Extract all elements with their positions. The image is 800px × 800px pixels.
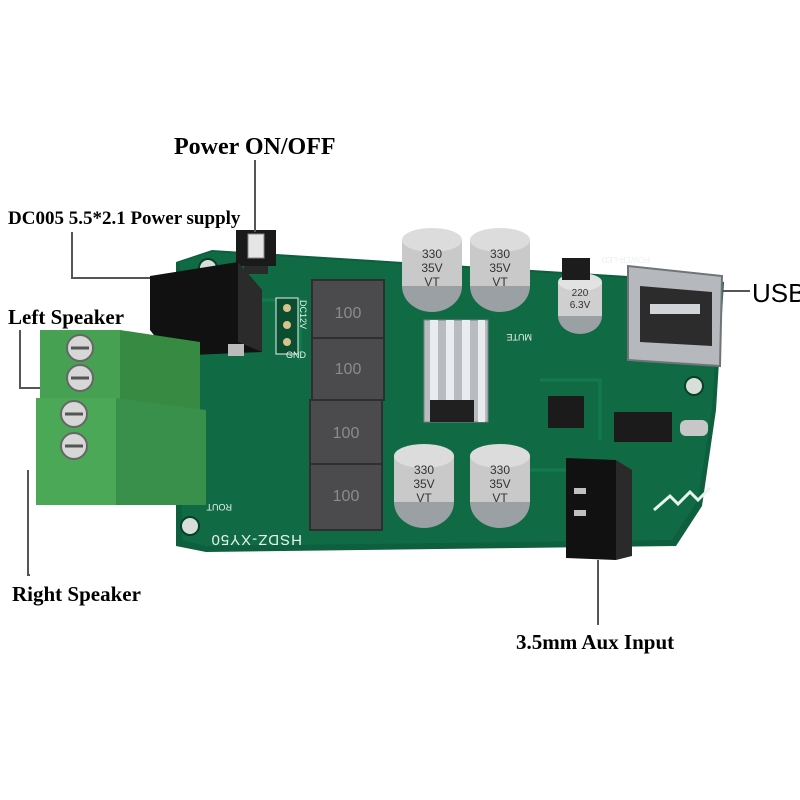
mounting-hole xyxy=(180,516,200,536)
cap-value: 330 xyxy=(414,463,434,477)
cap-value: 330 xyxy=(422,247,442,261)
terminal-block-left xyxy=(40,330,200,410)
cap-voltage: 35V xyxy=(413,477,434,491)
cap-voltage: 35V xyxy=(421,261,442,275)
capacitor-large: 330 35V VT xyxy=(470,444,530,528)
small-cap-value: 220 xyxy=(572,288,589,299)
inductor-marking: 100 xyxy=(333,488,360,505)
ic-chip xyxy=(548,396,584,428)
board-model: HSDZ-XY50 xyxy=(210,531,302,548)
cap-value: 330 xyxy=(490,247,510,261)
capacitor-large: 330 35V VT xyxy=(470,228,530,312)
inductor: 100 xyxy=(309,463,383,531)
inductor: 100 xyxy=(309,399,383,465)
callout-right-speaker-line xyxy=(27,470,30,576)
pcb-antenna xyxy=(653,486,712,512)
inductor-marking: 100 xyxy=(333,425,360,442)
audio-jack xyxy=(566,458,632,560)
header-pins xyxy=(275,297,299,355)
cap-voltage: 35V xyxy=(489,261,510,275)
cap-series: VT xyxy=(416,491,432,505)
small-cap-voltage: 6.3V xyxy=(570,300,591,311)
mute-label: MUTE xyxy=(507,332,533,342)
mounting-hole xyxy=(684,376,704,396)
rout-label: ROUT xyxy=(206,502,232,512)
callout-lines xyxy=(19,160,750,625)
regulator-chip xyxy=(562,258,590,280)
power-label: DC12V xyxy=(298,300,308,329)
inductor-marking: 100 xyxy=(335,361,362,378)
amplifier-chip xyxy=(430,400,474,422)
bluetooth-chip xyxy=(614,412,672,442)
usb-label: USB xyxy=(752,278,800,308)
power-switch-label: Power ON/OFF xyxy=(174,134,336,160)
dc-jack xyxy=(150,262,262,356)
left-speaker-label: Left Speaker xyxy=(8,305,125,329)
cap-voltage: 35V xyxy=(489,477,510,491)
terminal-block-right xyxy=(36,398,206,505)
inductor: 100 xyxy=(311,279,385,345)
usb-port xyxy=(627,264,724,368)
cap-series: VT xyxy=(492,491,508,505)
capacitor-small: 220 6.3V xyxy=(558,273,602,334)
gnd-label: GND xyxy=(286,350,307,360)
dc-jack-label: DC005 5.5*2.1 Power supply xyxy=(8,208,241,229)
capacitor-large: 330 35V VT xyxy=(402,228,462,312)
right-speaker-label: Right Speaker xyxy=(12,582,141,606)
capacitor-large: 330 35V VT xyxy=(394,444,454,528)
callout-dc-line xyxy=(71,232,150,279)
callout-left-speaker-line xyxy=(19,330,40,389)
power-switch xyxy=(236,230,276,274)
inductor: 100 xyxy=(311,337,385,401)
aux-input-label: 3.5mm Aux Input xyxy=(516,630,675,654)
power-led-label: POWER-LED xyxy=(601,255,650,264)
cap-value: 330 xyxy=(490,463,510,477)
cap-series: VT xyxy=(492,275,508,289)
inductor-marking: 100 xyxy=(335,305,362,322)
crystal xyxy=(680,420,708,436)
cap-series: VT xyxy=(424,275,440,289)
